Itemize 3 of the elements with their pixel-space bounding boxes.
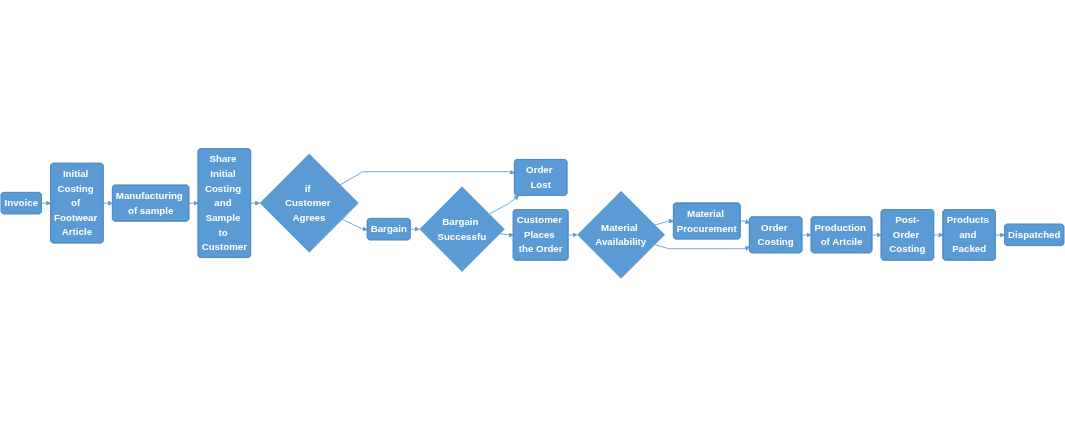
node-diamond: Bargain Successfu — [419, 186, 505, 272]
node-diamond: Material Availability — [577, 191, 665, 279]
node-diamond: if Customer Agrees — [259, 153, 359, 253]
